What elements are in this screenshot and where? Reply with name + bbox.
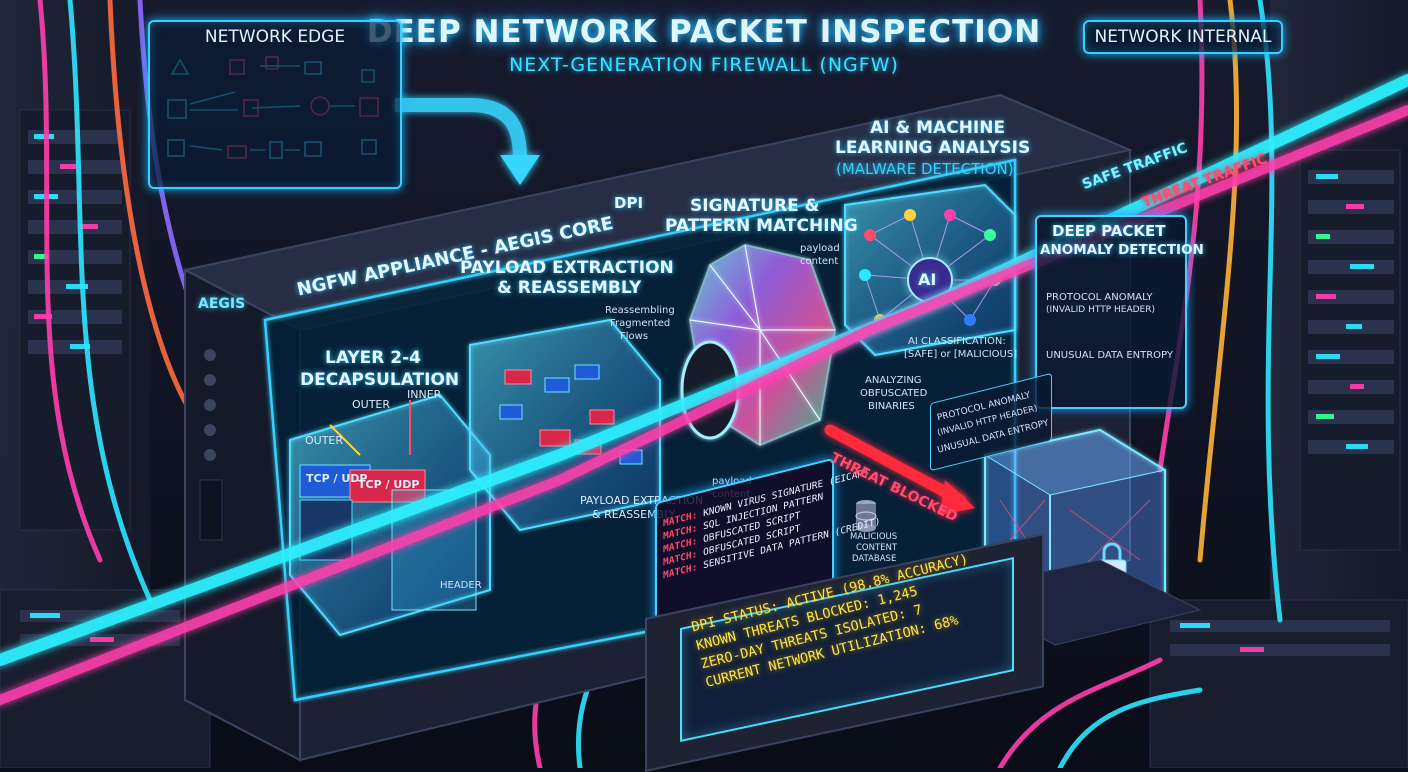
page-subtitle: NEXT-GENERATION FIREWALL (NGFW) [509, 54, 899, 76]
decap-tcp-udp-1: TCP / UDP [306, 472, 368, 485]
server-racks-right [1149, 0, 1408, 768]
decap-inner: INNER [407, 388, 442, 401]
signature-title-2: PATTERN MATCHING [665, 216, 858, 236]
ai-title-3: (MALWARE DETECTION) [836, 160, 1014, 178]
anomaly-item1-b: (INVALID HTTP HEADER) [1046, 305, 1155, 315]
payload-title-1: PAYLOAD EXTRACTION [460, 258, 674, 278]
anomaly-title-2: ANOMALY DETECTION [1040, 242, 1204, 258]
network-internal-label: NETWORK INTERNAL [1094, 27, 1272, 47]
network-edge-label: NETWORK EDGE [204, 27, 346, 47]
ai-classification-1: AI CLASSIFICATION: [908, 336, 1006, 347]
ai-title-2: LEARNING ANALYSIS [835, 138, 1031, 158]
payload-callout-3: Flows [620, 331, 649, 342]
anomaly-panel [1035, 215, 1187, 409]
ai-analyzing-3: BINARIES [868, 401, 915, 412]
anomaly-item1-a: PROTOCOL ANOMALY [1046, 292, 1153, 303]
signature-payload-top-1: payload [800, 243, 840, 254]
signature-payload-bottom-1: payload [712, 476, 752, 487]
decap-title-1: LAYER 2-4 [325, 348, 422, 368]
database-label-1: MALICIOUS [850, 532, 898, 542]
decap-title-2: DECAPSULATION [300, 370, 460, 390]
ai-analyzing-1: ANALYZING [865, 375, 922, 386]
payload-title-2: & REASSEMBLY [497, 278, 642, 298]
page-title: DEEP NETWORK PACKET INSPECTION [366, 14, 1042, 50]
appliance-brand: AEGIS [198, 296, 246, 312]
payload-stage-graphic [469, 318, 661, 532]
signature-title-1: SIGNATURE & [690, 196, 820, 216]
decap-tcp-udp-2: TCP / UDP [358, 478, 420, 491]
payload-callout-2: Fragmented [610, 318, 671, 329]
payload-callout-1: Reassembling [605, 305, 675, 316]
payload-footer-2: & REASSEMBLY [592, 508, 676, 521]
ai-stage-graphic [844, 183, 1016, 357]
signature-payload-top-2: content [800, 256, 839, 267]
ai-title-1: AI & MACHINE [870, 118, 1006, 138]
decap-outer-top: OUTER [352, 398, 391, 411]
anomaly-title-1: DEEP PACKET [1052, 222, 1166, 240]
database-label-2: CONTENT [856, 543, 898, 553]
decap-outer-left: OUTER [305, 434, 344, 447]
database-label-3: DATABASE [852, 554, 897, 564]
anomaly-item2: UNUSUAL DATA ENTROPY [1046, 350, 1173, 361]
dpi-tag: DPI [614, 194, 644, 212]
decap-header: HEADER [440, 580, 482, 591]
network-edge-zone: NETWORK EDGE [148, 20, 402, 189]
ai-classification-2: [SAFE] or [MALICIOUS] [904, 349, 1018, 360]
ai-core-label: AI [918, 270, 937, 289]
database-icon [855, 500, 877, 532]
network-internal-zone: NETWORK INTERNAL [1083, 20, 1283, 54]
ai-analyzing-2: OBFUSCATED [860, 388, 928, 399]
